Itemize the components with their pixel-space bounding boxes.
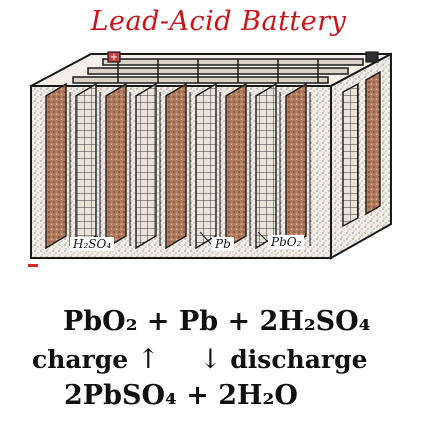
equation-products: 2PbSO₄ + 2H₂O (64, 380, 298, 411)
svg-text:+: + (110, 52, 118, 63)
diagram-title: Lead-Acid Battery (90, 6, 347, 37)
discharge-label: discharge (230, 345, 368, 374)
label-electrolyte: H₂SO₄ (70, 237, 115, 251)
equation-direction-row: charge ↑ ↓ discharge (32, 344, 368, 375)
plate-separators (69, 92, 311, 246)
charge-arrow-icon: ↑ (136, 344, 160, 375)
charge-label: charge (32, 345, 129, 374)
top-connectors (72, 58, 364, 84)
discharge-arrow-icon: ↓ (198, 344, 222, 375)
label-negative-plate: Pb (212, 237, 234, 251)
case-side-face (330, 52, 392, 260)
battery-illustration: + (30, 51, 392, 260)
equation-reactants: PbO₂ + Pb + 2H₂SO₄ (63, 306, 371, 337)
label-positive-plate: PbO₂ (268, 235, 305, 249)
electrode-plates (45, 70, 381, 250)
red-edge-mark (28, 264, 38, 267)
terminal-posts: + (107, 51, 379, 63)
